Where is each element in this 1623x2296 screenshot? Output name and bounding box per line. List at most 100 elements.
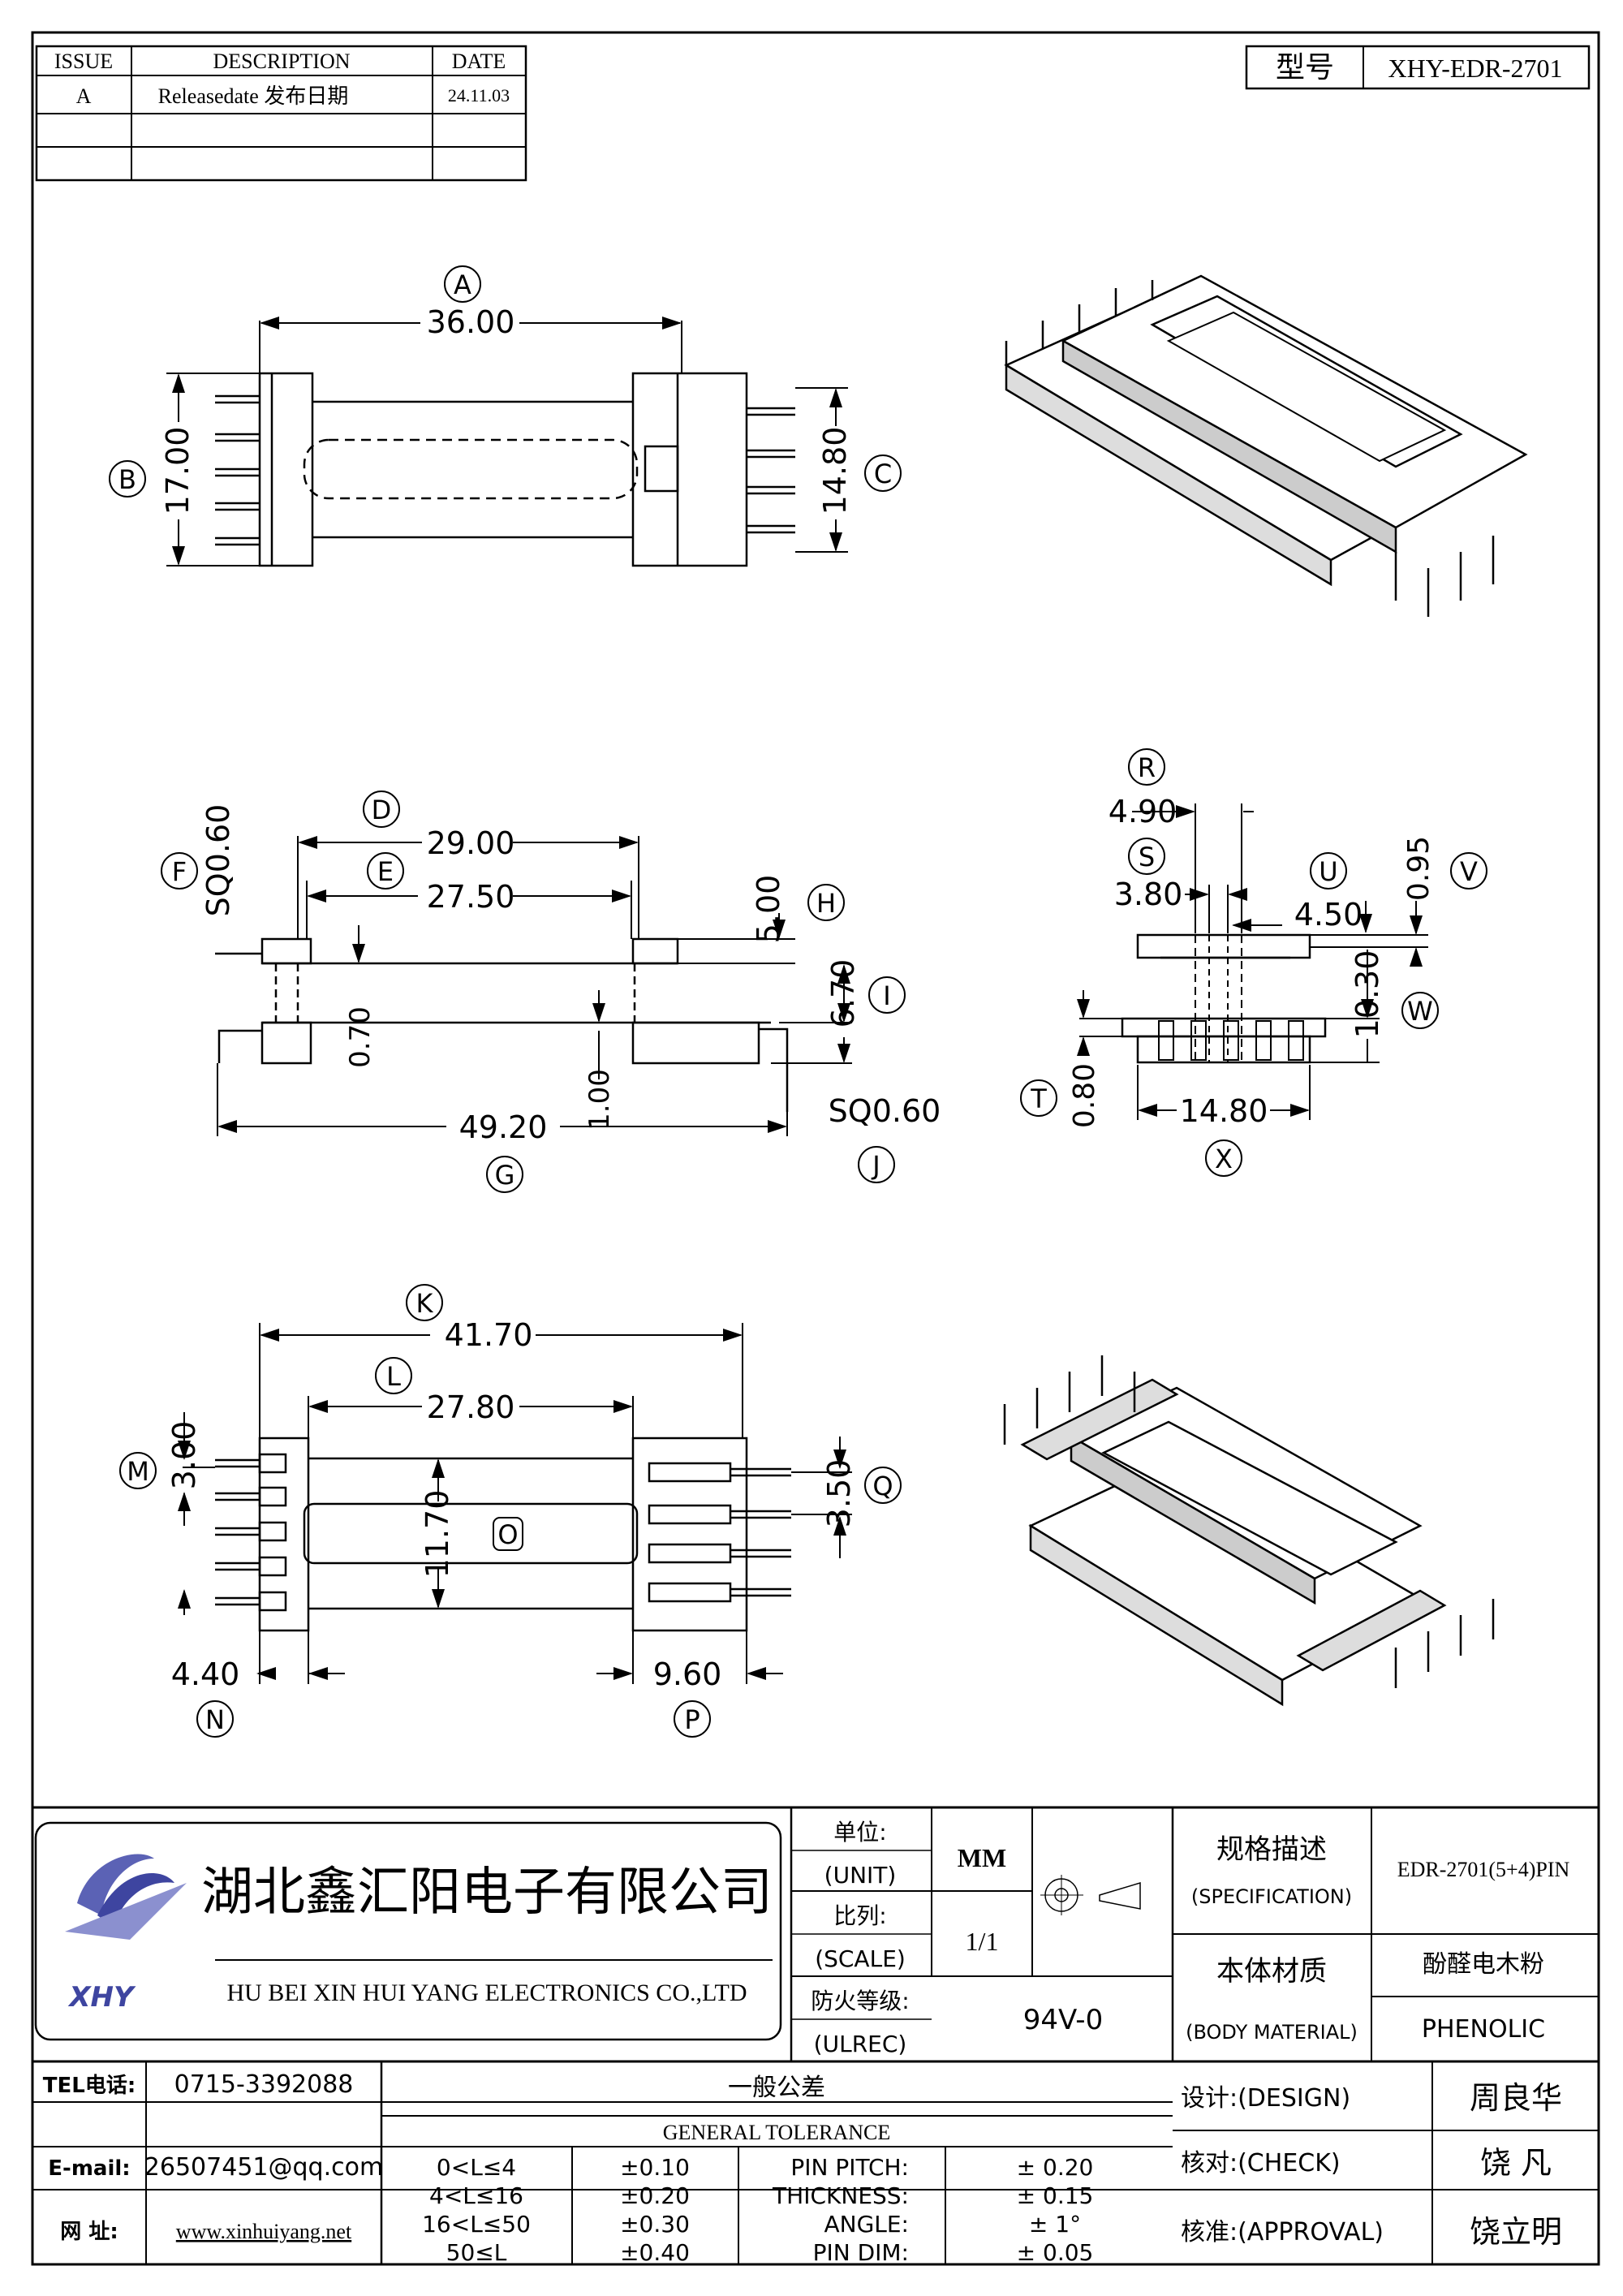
- svg-text:H: H: [816, 888, 836, 919]
- rev-issue: A: [76, 84, 92, 108]
- balloon-S: S: [1128, 838, 1165, 875]
- tolerance-title-cn: 一般公差: [728, 2074, 825, 2102]
- tol-other-name-4: PIN DIM:: [813, 2239, 909, 2266]
- balloon-J: J: [858, 1146, 895, 1183]
- dim-B-value: 17.00: [160, 427, 196, 515]
- dim-P-value: 9.60: [653, 1656, 722, 1692]
- svg-text:G: G: [495, 1160, 515, 1191]
- dim-C-value: 14.80: [817, 427, 853, 515]
- tol-other-value-2: ± 0.15: [1017, 2182, 1094, 2209]
- svg-text:T: T: [1030, 1083, 1047, 1114]
- tol-other-value-4: ± 0.05: [1017, 2239, 1094, 2266]
- balloon-M: M: [119, 1452, 157, 1489]
- dim-L-value: 27.80: [427, 1389, 515, 1425]
- tol-range-3: 16<L≤50: [422, 2211, 531, 2238]
- rev-header-description: DESCRIPTION: [213, 50, 350, 73]
- tol-other-name-1: PIN PITCH:: [790, 2154, 909, 2181]
- balloon-V: V: [1450, 852, 1487, 890]
- check-label: 核对:(CHECK): [1181, 2149, 1341, 2178]
- rev-header-date: DATE: [452, 50, 506, 73]
- fire-value: 94V-0: [1023, 2004, 1103, 2036]
- tel-label: TEL电话:: [43, 2074, 136, 2098]
- dim-070-value: 0.70: [344, 1006, 377, 1068]
- balloon-K: K: [406, 1284, 443, 1321]
- tol-other-name-2: THICKNESS:: [772, 2182, 909, 2209]
- dim-Q-value: 3.50: [821, 1459, 857, 1528]
- side-view: [215, 937, 789, 1112]
- svg-text:B: B: [118, 464, 136, 495]
- balloon-R: R: [1128, 748, 1165, 786]
- svg-text:N: N: [205, 1704, 225, 1735]
- dim-E-value: 27.50: [427, 879, 515, 915]
- dim-I-value: 6.70: [825, 959, 861, 1028]
- email-label: E-mail:: [48, 2156, 130, 2181]
- balloon-A: A: [444, 265, 481, 303]
- tolerance-title-en: GENERAL TOLERANCE: [663, 2121, 890, 2144]
- approval-value: 饶立明: [1470, 2214, 1562, 2250]
- fire-label-en: (ULREC): [814, 2031, 907, 2057]
- tol-value-3: ±0.30: [620, 2211, 690, 2238]
- svg-text:K: K: [416, 1288, 434, 1319]
- svg-text:W: W: [1407, 996, 1433, 1027]
- svg-text:V: V: [1460, 856, 1478, 887]
- top-view: [215, 372, 795, 567]
- tol-value-4: ±0.40: [620, 2239, 690, 2266]
- dim-S-value: 3.80: [1114, 877, 1183, 912]
- company-name-en: HU BEI XIN HUI YANG ELECTRONICS CO.,LTD: [226, 1979, 747, 2006]
- dim-W-value: 10.30: [1350, 950, 1385, 1039]
- balloon-N: N: [196, 1700, 234, 1738]
- balloon-O: O: [493, 1517, 523, 1551]
- top-view-right-pins: [747, 407, 795, 534]
- dim-N-value: 4.40: [171, 1656, 240, 1692]
- fire-label-cn: 防火等级:: [811, 1988, 909, 2014]
- dim-100-value: 1.00: [583, 1069, 616, 1131]
- scale-label-en: (SCALE): [815, 1945, 906, 1972]
- material-label-cn: 本体材质: [1216, 1955, 1327, 1988]
- dim-V-value: 0.95: [1402, 836, 1436, 901]
- svg-text:P: P: [684, 1704, 700, 1735]
- dim-T-value: 0.80: [1068, 1063, 1101, 1128]
- svg-text:A: A: [454, 269, 471, 300]
- balloon-C: C: [864, 454, 902, 492]
- balloon-U: U: [1310, 852, 1347, 890]
- tel-value: 0715-3392088: [174, 2070, 354, 2099]
- unit-label-en: (UNIT): [824, 1862, 897, 1889]
- rev-date: 24.11.03: [448, 85, 510, 106]
- svg-text:Q: Q: [872, 1471, 893, 1501]
- check-value: 饶 凡: [1480, 2145, 1552, 2181]
- balloon-E: E: [367, 852, 404, 890]
- rev-description: Releasedate 发布日期: [158, 84, 349, 108]
- web-value: www.xinhuiyang.net: [176, 2220, 352, 2243]
- tol-range-2: 4<L≤16: [429, 2182, 523, 2209]
- bottom-view: [215, 1437, 791, 1632]
- dim-A-value: 36.00: [427, 304, 515, 340]
- isometric-view-bottom: [1003, 1355, 1495, 1707]
- isometric-view-top: [1004, 274, 1528, 617]
- dim-M-value: 3.00: [166, 1421, 202, 1490]
- balloon-I: I: [868, 976, 906, 1014]
- svg-text:O: O: [497, 1519, 518, 1550]
- revision-table: ISSUE DESCRIPTION DATE A Releasedate 发布日…: [35, 45, 527, 182]
- top-view-dimensions: [166, 317, 848, 566]
- balloon-T: T: [1020, 1079, 1057, 1117]
- rev-header-issue: ISSUE: [54, 50, 113, 73]
- dim-D-value: 29.00: [427, 825, 515, 861]
- balloon-W: W: [1401, 992, 1439, 1029]
- svg-text:X: X: [1215, 1144, 1233, 1174]
- model-box: 型号 XHY-EDR-2701: [1245, 45, 1591, 90]
- web-label: 网 址:: [60, 2220, 118, 2244]
- dim-O-value: 11.70: [420, 1490, 455, 1579]
- svg-text:XHY: XHY: [67, 1981, 136, 2014]
- svg-text:I: I: [883, 980, 890, 1011]
- balloon-F: F: [161, 852, 198, 890]
- dim-G-value: 49.20: [459, 1109, 548, 1145]
- material-label-en: (BODY MATERIAL): [1186, 2021, 1358, 2044]
- svg-text:R: R: [1138, 752, 1156, 783]
- tol-value-2: ±0.20: [620, 2182, 690, 2209]
- spec-value: EDR-2701(5+4)PIN: [1397, 1858, 1570, 1881]
- svg-text:U: U: [1319, 856, 1337, 887]
- tol-value-1: ±0.10: [620, 2154, 690, 2181]
- dim-F-value: SQ0.60: [200, 804, 236, 917]
- spec-label-en: (SPECIFICATION): [1191, 1885, 1352, 1908]
